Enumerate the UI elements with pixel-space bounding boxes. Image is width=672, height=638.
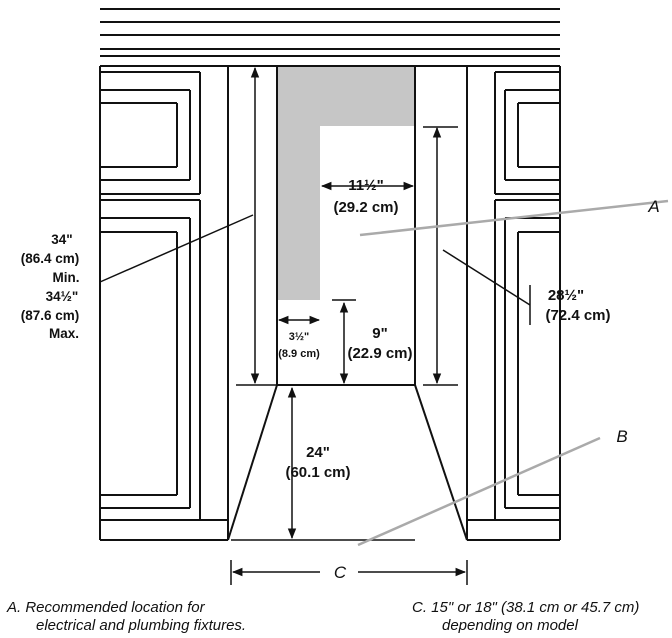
left-height-max-label: 34½" [46, 289, 79, 304]
floor-clearance-cm-label: (22.9 cm) [347, 345, 412, 362]
lower-height-cm-label: (60.1 cm) [285, 464, 350, 481]
right-height-cm-label: (72.4 cm) [545, 307, 610, 324]
recommended-location-shading [278, 67, 414, 300]
caption-a-line1: A. Recommended location for [6, 599, 206, 616]
callout-c: C [334, 563, 347, 582]
right-height-label: 28½" [548, 287, 584, 304]
caption-c-line2: depending on model [442, 617, 579, 634]
left-height-min-label: 34" [51, 232, 72, 247]
left-height-max-cm-label: (87.6 cm) [21, 308, 80, 323]
callout-b-leader [357, 436, 601, 547]
small-offset-label: 3½" [289, 331, 310, 343]
dishwasher-opening [227, 66, 468, 541]
max-label: Max. [49, 326, 79, 341]
width-opening-cm-label: (29.2 cm) [333, 199, 398, 216]
right-cabinet [466, 66, 561, 541]
left-height-min-cm-label: (86.4 cm) [21, 251, 80, 266]
width-opening-label: 11½" [348, 177, 383, 194]
small-offset-cm-label: (8.9 cm) [278, 348, 320, 360]
caption-a-line2: electrical and plumbing fixtures. [36, 617, 246, 634]
callout-a: A [647, 197, 659, 216]
countertop-lines [100, 8, 560, 67]
left-cabinet [99, 66, 229, 541]
dimension-lines [99, 66, 531, 585]
callout-b: B [616, 427, 627, 446]
caption-c-line1: C. 15" or 18" (38.1 cm or 45.7 cm) [412, 599, 639, 616]
min-label: Min. [53, 270, 80, 285]
lower-height-label: 24" [306, 444, 330, 461]
floor-clearance-label: 9" [372, 325, 387, 342]
callout-a-leader [359, 199, 669, 237]
